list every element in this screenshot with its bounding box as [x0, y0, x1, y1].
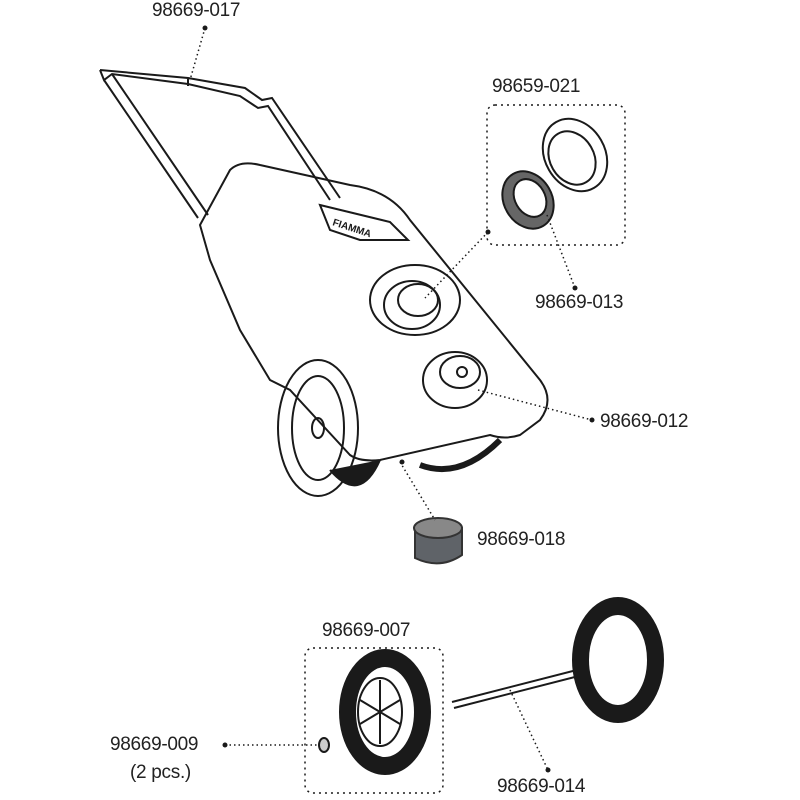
part-label-009-note: (2 pcs.)	[130, 762, 191, 783]
cart-wheel-left	[277, 359, 359, 497]
upper-cap	[383, 280, 441, 330]
part-label-021: 98659-021	[492, 76, 581, 97]
tank-body	[198, 162, 549, 462]
lower-cap	[422, 351, 488, 409]
part-label-017: 98669-017	[152, 0, 241, 21]
hub-cap-009	[318, 737, 330, 753]
part-label-009: 98669-009	[110, 734, 199, 755]
part-label-014: 98669-014	[497, 776, 586, 797]
part-label-012: 98669-012	[600, 411, 689, 432]
kit-box-021	[486, 104, 626, 246]
part-label-018: 98669-018	[477, 529, 566, 550]
leader-lines	[189, 27, 593, 771]
part-label-007: 98669-007	[322, 620, 411, 641]
cap-nut	[541, 117, 609, 193]
handle	[99, 69, 341, 219]
tank-panel	[318, 203, 411, 241]
kit-box-007	[304, 647, 444, 794]
part-label-013: 98669-013	[535, 292, 624, 313]
